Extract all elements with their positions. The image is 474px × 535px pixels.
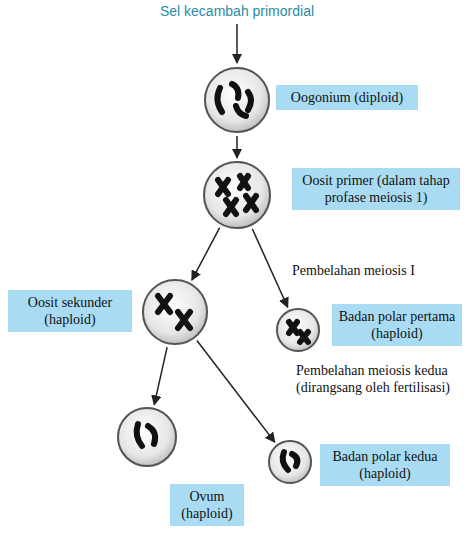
cell-outline (268, 440, 312, 484)
division-arrow (197, 341, 275, 443)
cell-membrane (269, 441, 311, 483)
label-box: Oogonium (diploid) (276, 85, 418, 110)
cell-node: Oosit primer (dalam tahap profase meiosi… (203, 161, 271, 229)
cell-outline (204, 67, 270, 133)
label-box: Oosit primer (dalam tahap profase meiosi… (292, 168, 460, 210)
cell-node: Badan polar pertama (haploid) (276, 308, 320, 352)
cell-name: Badan polar kedua (haploid) (326, 448, 444, 482)
cell-name: Oosit sekunder (haploid) (14, 294, 126, 328)
cell-node: Ovum (haploid) (117, 407, 177, 467)
cell-outline (276, 308, 320, 352)
cell-name: Oogonium (diploid) (282, 89, 412, 106)
source-label: Sel kecambah primordial (160, 3, 314, 20)
cell-name: Ovum (haploid) (176, 488, 238, 522)
stage-label: Pembelahan meiosis I (292, 262, 462, 279)
division-arrow (236, 136, 238, 158)
cell-membrane (277, 309, 319, 351)
cell-name: Badan polar pertama (haploid) (338, 308, 456, 342)
cell-outline (203, 161, 271, 229)
cell-outline (117, 407, 177, 467)
division-arrow (192, 228, 220, 280)
cell-node: Oosit sekunder (haploid) (142, 279, 208, 345)
cell-body (117, 67, 320, 484)
cell-membrane (143, 280, 207, 344)
cell-membrane (118, 408, 176, 466)
division-arrow (154, 347, 167, 405)
label-box: Badan polar pertama (haploid) (332, 304, 462, 346)
arrow-line (236, 24, 238, 63)
cell-name: Oosit primer (dalam tahap profase meiosi… (298, 172, 454, 206)
label-box: Oosit sekunder (haploid) (8, 290, 132, 332)
cell-outline (142, 279, 208, 345)
cell-node: Badan polar kedua (haploid) (268, 440, 312, 484)
cell-membrane (204, 162, 270, 228)
label-box: Badan polar kedua (haploid) (320, 444, 450, 486)
cell-node: Oogonium (diploid) (204, 67, 270, 133)
division-arrow (252, 229, 287, 307)
label-box: Ovum (haploid) (170, 484, 244, 526)
stage-label: Pembelahan meiosis kedua (dirangsang ole… (296, 362, 466, 396)
cell-membrane (205, 68, 269, 132)
